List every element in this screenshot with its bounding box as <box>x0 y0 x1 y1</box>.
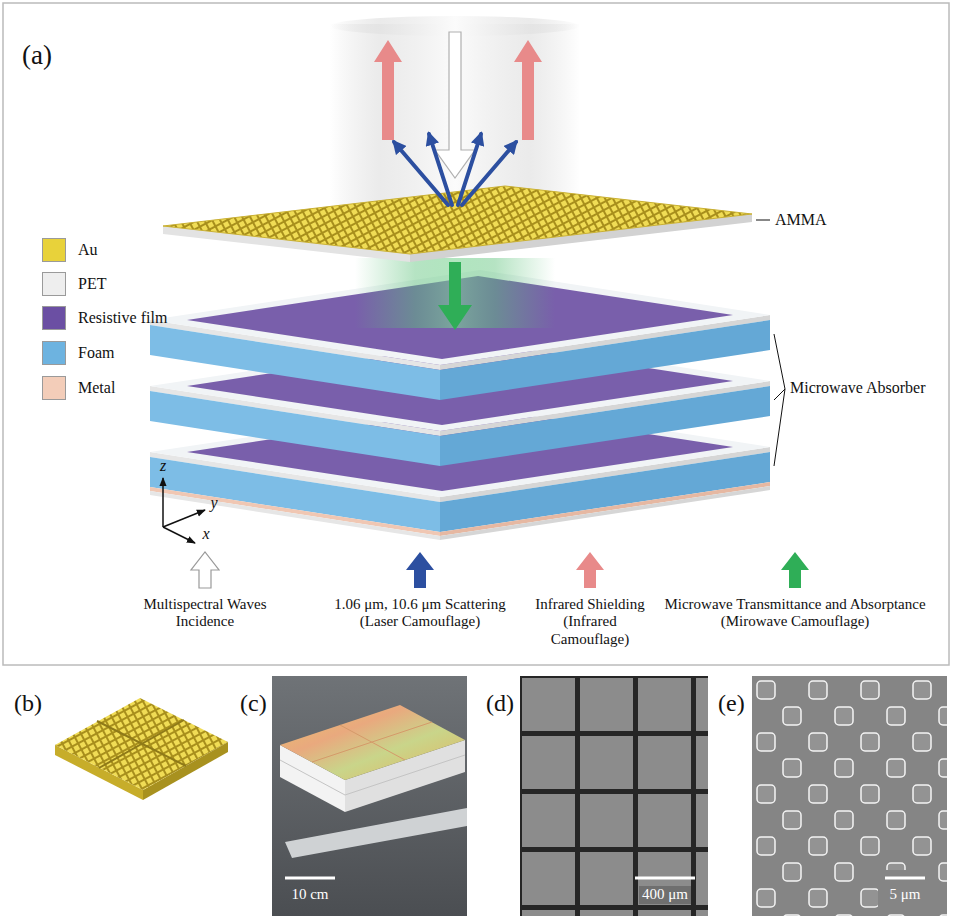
amma-plate <box>163 186 752 262</box>
legend-swatch <box>42 376 66 400</box>
scale-bar <box>285 877 335 880</box>
legend-text: Au <box>78 241 98 259</box>
scale-bar <box>635 877 695 880</box>
key-arrow <box>406 552 434 588</box>
legend-text: PET <box>78 275 106 293</box>
panel-frame <box>3 3 949 665</box>
incident-arrow <box>435 32 475 178</box>
sem-squares <box>752 676 947 916</box>
axis-triad <box>163 478 205 543</box>
unit-cell-illustration <box>55 698 228 800</box>
axis-arrow <box>162 478 164 527</box>
metal-layer <box>440 482 770 536</box>
sample-top <box>280 705 465 780</box>
panel-label: (e) <box>718 690 745 718</box>
arrow-key-text: Microwave Transmittance and Absorptance … <box>660 596 930 631</box>
leader-line <box>774 334 785 389</box>
axis-label: z <box>160 457 166 475</box>
scale-patch <box>878 870 932 908</box>
sample-tile-line <box>340 725 405 760</box>
legend-text: Metal <box>78 379 115 397</box>
legend-swatch <box>42 272 66 296</box>
infrared-arrow <box>374 40 402 140</box>
legend-swatch <box>42 238 66 262</box>
photo-ground <box>272 676 467 916</box>
cell-divider <box>99 720 184 768</box>
sem-image-low <box>520 676 708 916</box>
panel-label: (c) <box>240 690 267 718</box>
microwave-arrow <box>438 262 472 330</box>
key-arrow <box>191 552 219 588</box>
legend-text: Resistive film <box>78 309 167 327</box>
scatter-arrow <box>462 142 516 205</box>
metal-layer <box>150 487 440 536</box>
legend-text: Foam <box>78 344 114 362</box>
sem-image-high <box>752 676 947 916</box>
axis-arrow <box>163 527 195 543</box>
leader-lines <box>774 334 785 466</box>
scale-bar-label: 10 cm <box>291 886 328 903</box>
plate-top <box>163 186 752 254</box>
legend-swatch <box>42 341 66 365</box>
key-arrow <box>781 552 809 588</box>
sem-mesh <box>520 676 708 916</box>
cell-top <box>55 698 228 790</box>
sample-tile-line <box>312 722 432 762</box>
scale-bar-label: 5 μm <box>887 886 924 903</box>
panel-label: (d) <box>486 690 514 718</box>
legend-swatch <box>42 306 66 330</box>
part-label: Microwave Absorber <box>790 379 926 397</box>
arrow-key-text: Multispectral Waves Incidence <box>130 596 280 631</box>
leader-line <box>774 389 785 466</box>
arrow-key-text: Infrared Shielding (Infrared Camouflage) <box>525 596 655 648</box>
part-label: AMMA <box>775 211 827 229</box>
scale-bar-label: 400 μm <box>639 886 691 903</box>
axis-arrow <box>163 510 205 527</box>
pet-layer <box>440 486 770 540</box>
key-arrow <box>576 552 604 588</box>
axis-label: x <box>202 525 209 543</box>
scatter-arrow <box>429 134 452 205</box>
leader-line <box>756 220 770 221</box>
arrow-key-text: 1.06 μm, 10.6 μm Scattering (Laser Camou… <box>330 596 510 631</box>
ruler <box>285 808 467 858</box>
scale-bar <box>885 877 925 880</box>
panel-label: (a) <box>22 40 52 71</box>
pet-layer <box>150 491 440 540</box>
infrared-arrow <box>514 40 542 140</box>
laser-scatter-arrows <box>394 134 516 205</box>
sample-photo <box>272 676 467 916</box>
axis-label: y <box>210 494 217 512</box>
panel-label: (b) <box>14 690 42 718</box>
